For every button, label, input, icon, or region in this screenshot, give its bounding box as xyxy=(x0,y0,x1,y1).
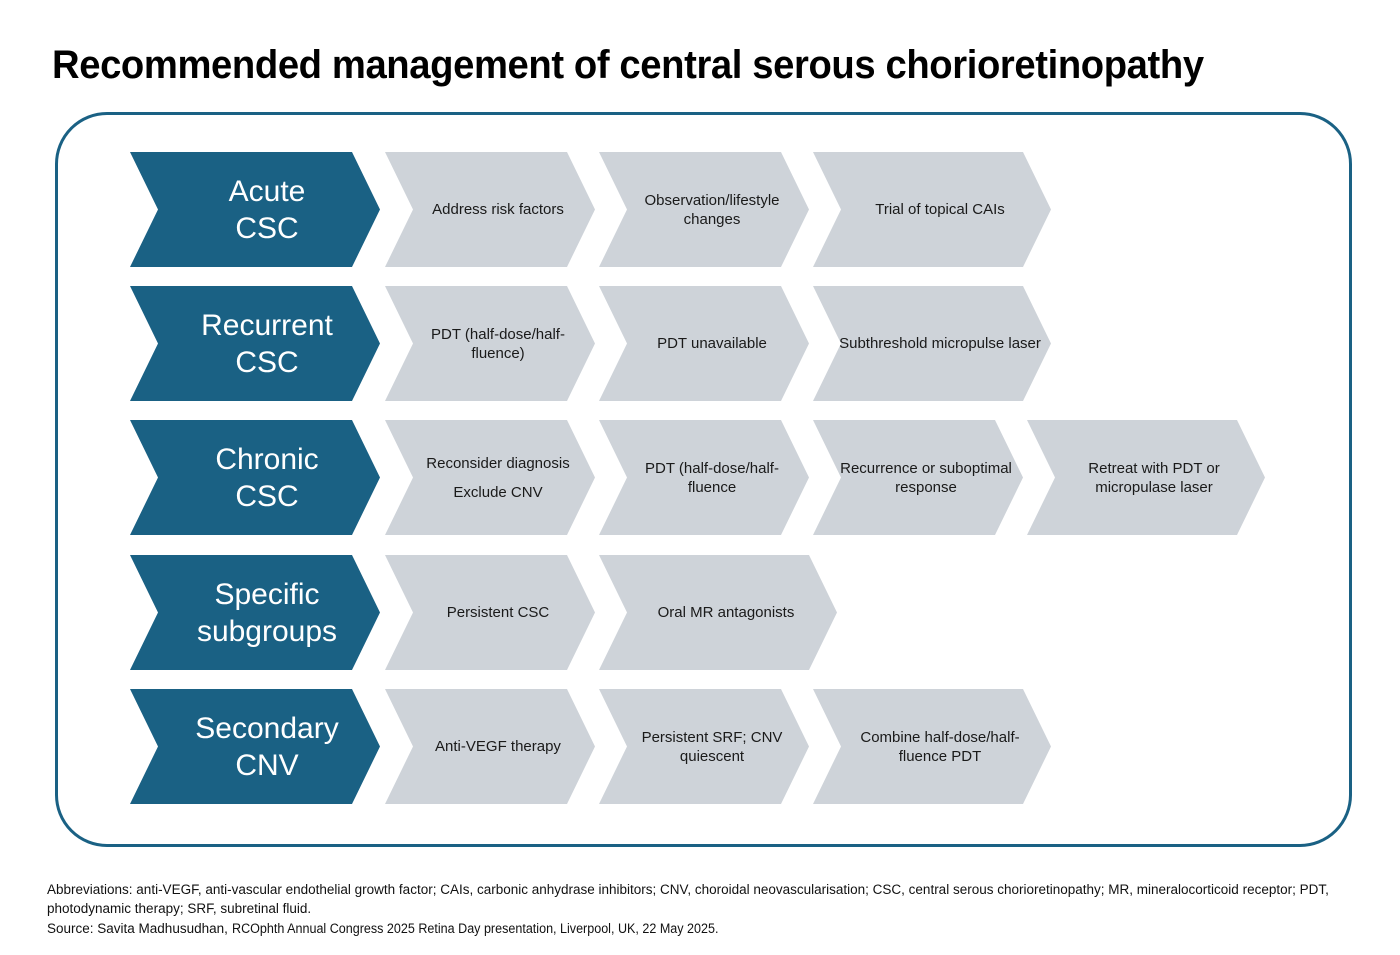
step-label: PDT (half-dose/half-fluence xyxy=(645,459,779,496)
step-label: Retreat with PDT or micropulase laser xyxy=(1088,459,1220,496)
step-label: Address risk factors xyxy=(432,201,564,218)
step-chevron-chronic-2[interactable]: PDT (half-dose/half-fluence xyxy=(599,420,809,535)
step-chevron-acute-2[interactable]: Observation/lifestyle changes xyxy=(599,152,809,267)
source-line: Source: Savita Madhusudhan, RCOphth Annu… xyxy=(47,919,1367,938)
step-chevron-secondary-3[interactable]: Combine half-dose/half-fluence PDT xyxy=(813,689,1051,804)
step-chevron-recurrent-1[interactable]: PDT (half-dose/half-fluence) xyxy=(385,286,595,401)
page-title: Recommended management of central serous… xyxy=(52,43,1204,87)
step-label: Recurrence or suboptimal response xyxy=(840,459,1012,496)
step-label: Persistent SRF; CNV quiescent xyxy=(641,728,783,765)
step-chevron-recurrent-2[interactable]: PDT unavailable xyxy=(599,286,809,401)
step-label: Combine half-dose/half-fluence PDT xyxy=(860,728,1020,765)
step-chevron-acute-1[interactable]: Address risk factors xyxy=(385,152,595,267)
step-label: PDT unavailable xyxy=(657,335,767,352)
step-chevron-secondary-1[interactable]: Anti-VEGF therapy xyxy=(385,689,595,804)
step-chevron-recurrent-3[interactable]: Subthreshold micropulse laser xyxy=(813,286,1051,401)
step-label: Observation/lifestyle changes xyxy=(644,191,780,228)
step-label: Anti-VEGF therapy xyxy=(435,738,561,755)
step-chevron-specific-1[interactable]: Persistent CSC xyxy=(385,555,595,670)
diagram-frame xyxy=(55,112,1352,847)
step-label: Trial of topical CAIs xyxy=(875,201,1005,218)
footer: Abbreviations: anti-VEGF, anti-vascular … xyxy=(47,880,1367,938)
step-label: Subthreshold micropulse laser xyxy=(839,335,1041,352)
step-label: Persistent CSC xyxy=(446,604,550,621)
step-label: PDT (half-dose/half-fluence) xyxy=(431,325,565,362)
step-chevron-chronic-3[interactable]: Recurrence or suboptimal response xyxy=(813,420,1023,535)
step-chevron-chronic-4[interactable]: Retreat with PDT or micropulase laser xyxy=(1027,420,1265,535)
source-head: Source: Savita Madhusudhan, xyxy=(47,921,228,936)
step-label: Oral MR antagonists xyxy=(657,604,795,621)
source-rest: RCOphth Annual Congress 2025 Retina Day … xyxy=(231,921,719,936)
abbreviations-text: Abbreviations: anti-VEGF, anti-vascular … xyxy=(47,882,1329,916)
step-chevron-secondary-2[interactable]: Persistent SRF; CNV quiescent xyxy=(599,689,809,804)
step-chevron-acute-3[interactable]: Trial of topical CAIs xyxy=(813,152,1051,267)
step-chevron-specific-2[interactable]: Oral MR antagonists xyxy=(599,555,837,670)
